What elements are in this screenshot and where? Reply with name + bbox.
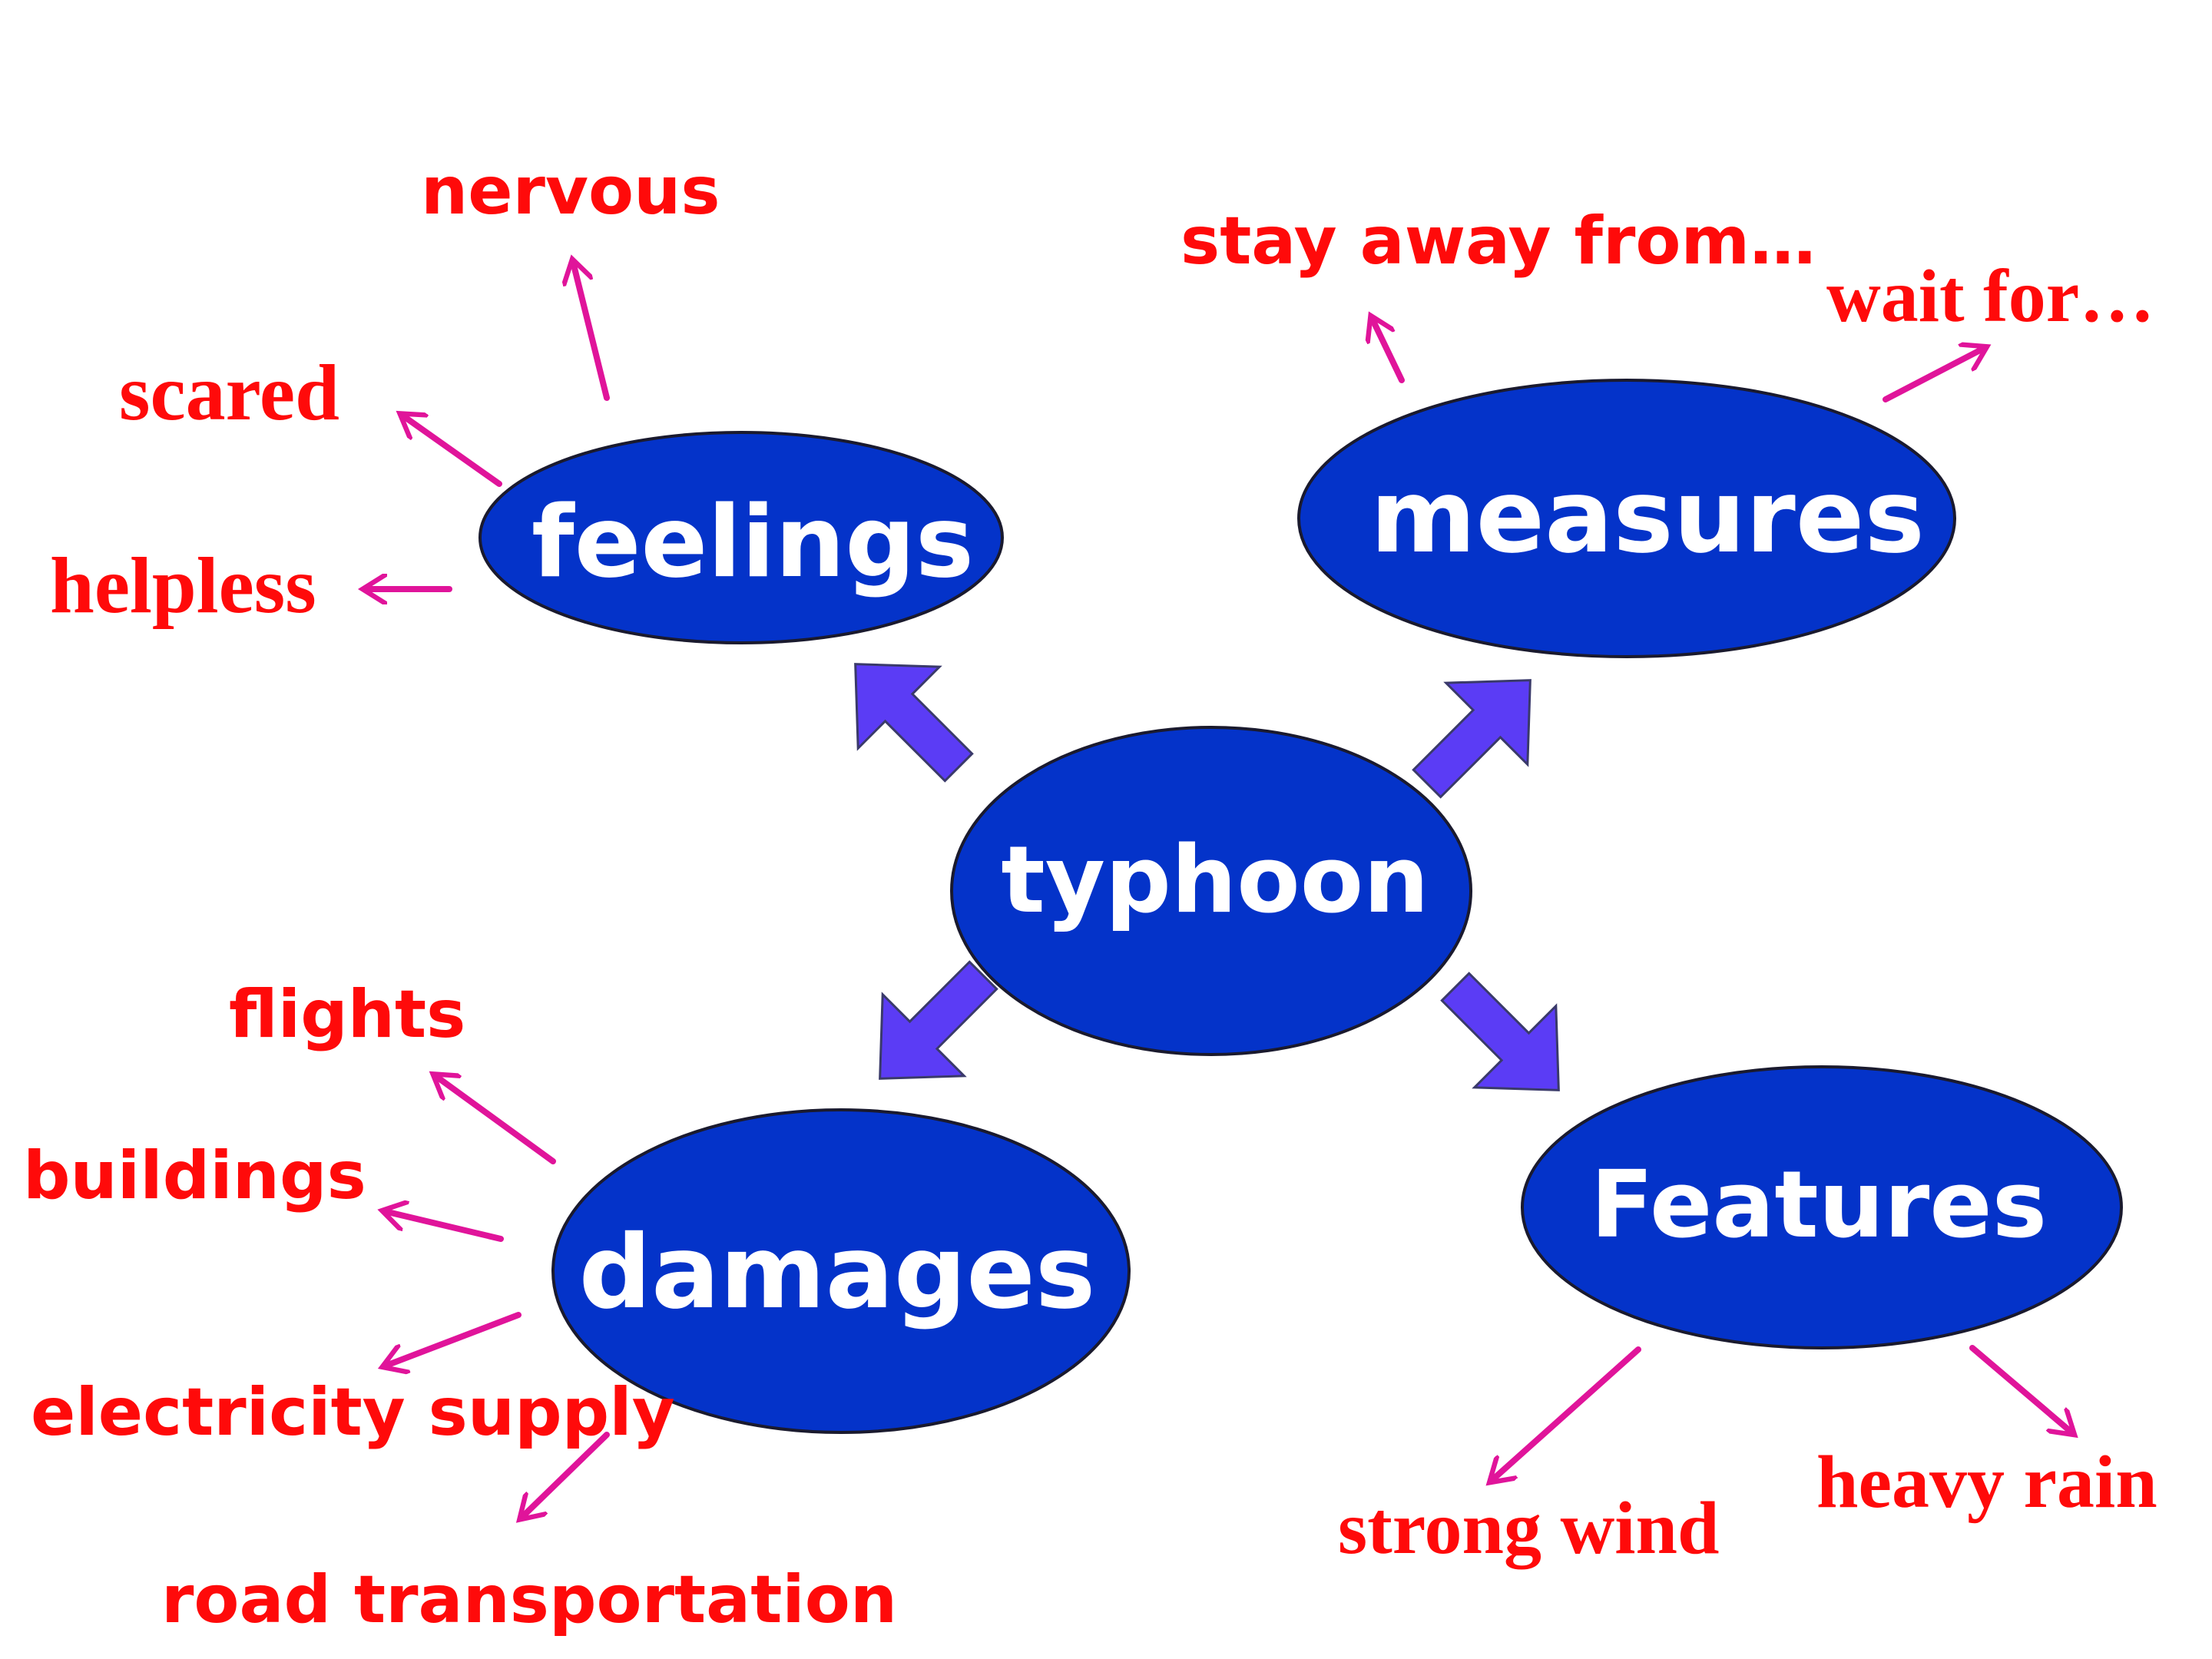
center-node: typhoon (950, 726, 1472, 1056)
leaf-wait-for: wait for… (1826, 255, 2154, 338)
leaf-flights: flights (229, 976, 465, 1053)
leaf-helpless: helpless (50, 541, 316, 630)
center-to-damages-arrow (879, 960, 998, 1080)
leaf-scared: scared (119, 349, 339, 437)
leaf-buildings: buildings (23, 1137, 366, 1214)
feelings-node: feelings (478, 431, 1004, 644)
center-to-features-arrow (1440, 972, 1560, 1091)
measures-node: measures (1297, 379, 1956, 658)
arrow-to-scared (405, 417, 502, 487)
arrow-to-stay-away (1373, 321, 1405, 383)
leaf-nervous: nervous (421, 153, 720, 230)
arrow-to-nervous (574, 265, 610, 401)
feelings-label: feelings (531, 485, 974, 600)
arrow-to-flights (438, 1078, 556, 1164)
center-label: typhoon (1001, 827, 1429, 934)
measures-label: measures (1370, 458, 1925, 576)
arrow-to-buildings (388, 1212, 504, 1242)
leaf-electricity: electricity supply (31, 1374, 675, 1451)
arrow-to-strong-wind (1494, 1346, 1641, 1479)
arrow-to-heavy-rain (1969, 1345, 2070, 1431)
leaf-road: road transportation (161, 1561, 897, 1638)
arrow-to-road (524, 1432, 610, 1515)
damages-label: damages (579, 1214, 1096, 1332)
arrow-to-wait-for (1883, 349, 1982, 402)
leaf-stay-away: stay away from… (1181, 203, 1816, 280)
center-to-feelings-arrow (854, 663, 974, 783)
arrow-to-electricity (388, 1312, 522, 1365)
leaf-heavy-rain: heavy rain (1816, 1441, 2157, 1524)
damages-node: damages (551, 1108, 1131, 1434)
features-node: Features (1521, 1065, 2123, 1349)
features-label: Features (1591, 1152, 2047, 1259)
center-to-measures-arrow (1412, 679, 1532, 799)
leaf-strong-wind: strong wind (1338, 1487, 1720, 1570)
